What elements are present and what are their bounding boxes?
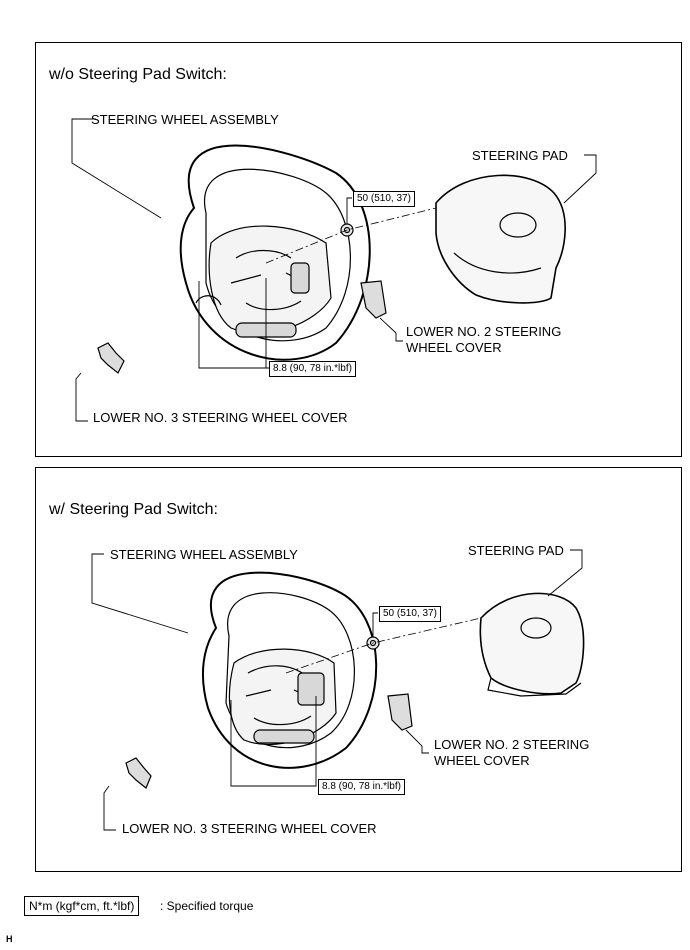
label-lower-no3-cover: LOWER NO. 3 STEERING WHEEL COVER bbox=[122, 821, 377, 836]
steering-pad bbox=[435, 174, 566, 304]
panel-heading: w/ Steering Pad Switch: bbox=[49, 501, 218, 518]
panel-2-illustration bbox=[91, 549, 585, 831]
torque-label-nut: 50 (510, 37) bbox=[353, 191, 415, 207]
corner-mark: H bbox=[6, 934, 13, 944]
lower-no2-cover bbox=[387, 693, 413, 731]
steering-wheel-hub bbox=[208, 225, 332, 334]
label-steering-pad: STEERING PAD bbox=[472, 148, 568, 163]
panel-heading: w/o Steering Pad Switch: bbox=[49, 66, 227, 83]
label-steering-pad: STEERING PAD bbox=[468, 543, 564, 558]
label-lower-no2-cover-line1: LOWER NO. 2 STEERING bbox=[434, 737, 590, 752]
lower-no2-cover bbox=[360, 280, 387, 319]
steering-wheel-rim bbox=[202, 571, 378, 769]
torque-label-bolt: 8.8 (90, 78 in.*lbf) bbox=[269, 361, 356, 377]
label-lower-no2-cover-line1: LOWER NO. 2 STEERING bbox=[406, 324, 562, 339]
lower-no3-cover bbox=[97, 342, 125, 374]
diagram-panel-without-pad-switch: w/o Steering Pad Switch: STEERING WHEEL … bbox=[35, 42, 682, 457]
torque-legend-text: : Specified torque bbox=[160, 899, 254, 913]
label-steering-wheel-assembly: STEERING WHEEL ASSEMBLY bbox=[91, 112, 279, 127]
torque-label-nut: 50 (510, 37) bbox=[379, 606, 441, 622]
steering-wheel-rim bbox=[179, 144, 371, 361]
label-lower-no2-cover-line2: WHEEL COVER bbox=[434, 753, 530, 768]
torque-label-bolt: 8.8 (90, 78 in.*lbf) bbox=[318, 779, 405, 795]
steering-pad bbox=[479, 592, 585, 695]
label-lower-no3-cover: LOWER NO. 3 STEERING WHEEL COVER bbox=[93, 410, 348, 425]
label-lower-no2-cover-line2: WHEEL COVER bbox=[406, 340, 502, 355]
lower-no3-cover bbox=[125, 757, 152, 789]
diagram-panel-with-pad-switch: w/ Steering Pad Switch: STEERING WHEEL A… bbox=[35, 467, 682, 872]
torque-legend-unit: N*m (kgf*cm, ft.*lbf) bbox=[24, 896, 140, 916]
panel-1-illustration bbox=[71, 118, 597, 422]
label-steering-wheel-assembly: STEERING WHEEL ASSEMBLY bbox=[110, 547, 298, 562]
